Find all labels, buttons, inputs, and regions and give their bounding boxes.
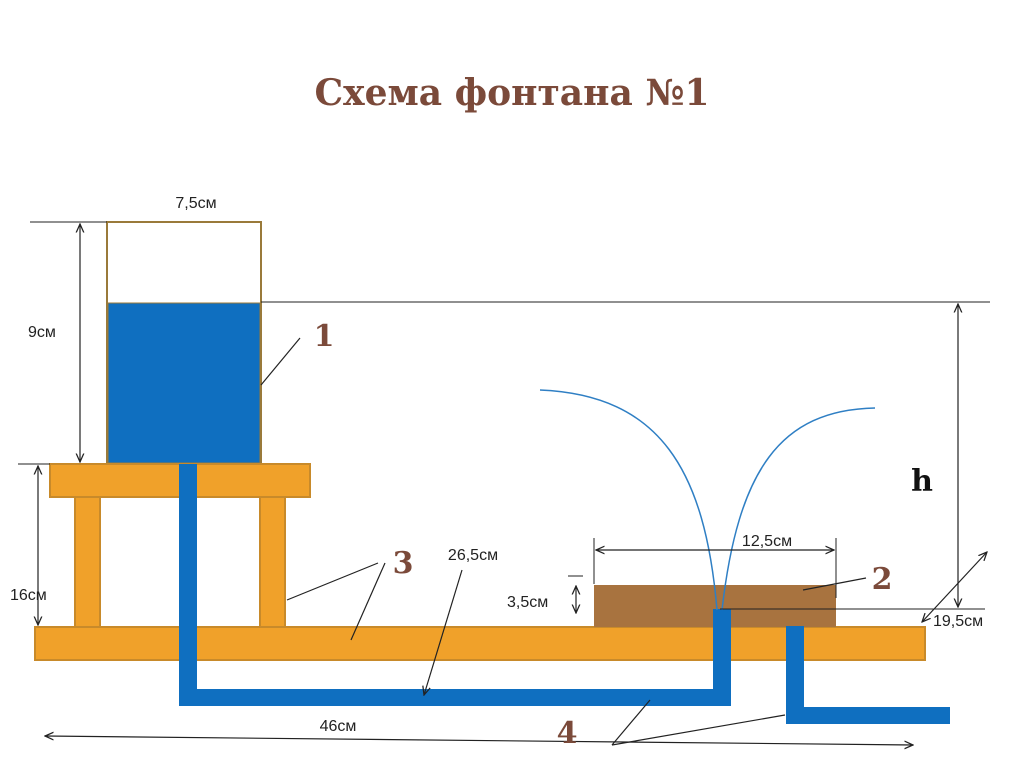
tank — [106, 221, 262, 465]
tube-length-pointer — [424, 569, 463, 695]
part-2-label: 2 — [872, 562, 893, 597]
stand-right-leg — [259, 496, 286, 628]
jet-right — [721, 407, 876, 611]
tank-water — [107, 302, 261, 464]
h-label: h — [911, 464, 933, 499]
tubes — [179, 464, 950, 724]
water-jets — [539, 389, 876, 611]
stand-height-label: 16см — [10, 587, 47, 604]
drain-tube — [786, 626, 950, 724]
dimension-arrows — [38, 224, 987, 745]
tank-height-label: 9см — [28, 324, 56, 341]
tube-length-label: 26,5см — [448, 547, 498, 564]
tank-width-label: 7,5см — [175, 195, 216, 212]
nozzle-height-arrow — [922, 552, 987, 622]
base-length-label: 46см — [320, 718, 357, 735]
tray-width-label: 12,5см — [742, 533, 792, 550]
part-1-label: 1 — [314, 319, 335, 354]
base-length-arrow — [45, 736, 913, 745]
part-3-label: 3 — [393, 546, 414, 581]
leader-lines — [260, 337, 867, 746]
page-title: Схема фонтана №1 — [314, 72, 710, 114]
stand-left-leg — [74, 496, 101, 628]
nozzle-height-label: 19,5см — [933, 613, 983, 630]
part-4-label: 4 — [557, 716, 578, 751]
jet-left — [539, 389, 718, 611]
tray-height-label: 3,5см — [507, 594, 548, 611]
